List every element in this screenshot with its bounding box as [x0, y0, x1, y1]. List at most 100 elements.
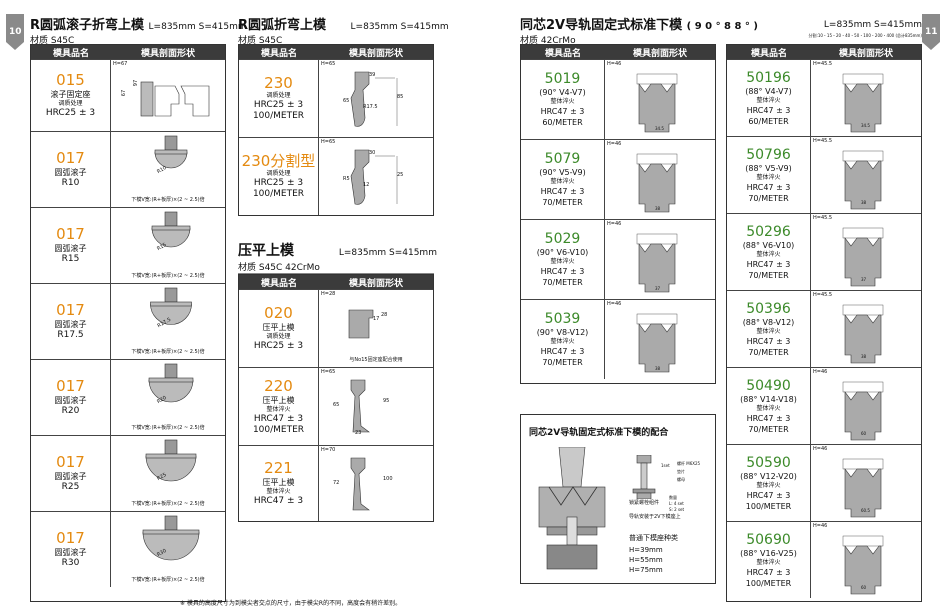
col-name-header: 模具品名 — [544, 48, 581, 59]
width-label: 37 — [861, 277, 867, 282]
v-range: (88° V8-V12) — [742, 317, 795, 327]
width-label: 38 — [861, 354, 867, 359]
v-width-formula: 下模V宽:(R+板厚)×(2 ~ 2.5)倍 — [131, 501, 205, 507]
2v-die-drawing — [842, 535, 884, 595]
col-name-header: 模具品名 — [260, 48, 297, 59]
tool-code: 220 — [264, 376, 293, 395]
tool-code: 50396 — [746, 300, 791, 317]
roller-drawing — [150, 287, 192, 325]
width-label: 37 — [655, 286, 661, 291]
v-range: (88° V6-V10) — [742, 240, 795, 250]
tool-name: 圆弧滚子 — [54, 320, 87, 329]
tool-weight: 60/METER — [748, 116, 789, 126]
tool-code: 50490 — [746, 377, 791, 394]
tool-weight: 70/METER — [748, 270, 789, 280]
height-label: H=46 — [813, 446, 828, 452]
height-label: H=45.5 — [813, 61, 833, 67]
treatment-note: 整体淬火 — [756, 558, 781, 566]
width-label: 38 — [655, 366, 661, 371]
treatment-note: 整体淬火 — [756, 173, 781, 181]
dim-label: 12 — [363, 182, 370, 188]
v-range: (88° V16-V25) — [740, 548, 797, 558]
dim-label: 72 — [333, 480, 340, 486]
section-dims: L=835mm S=415mm — [350, 22, 449, 32]
dim-label: 39 — [369, 72, 376, 78]
width-label: 60 — [861, 431, 867, 436]
tool-spec: HRC47 ± 3 — [540, 107, 585, 116]
treatment-note: 调质处理 — [266, 92, 291, 99]
dim-label: 67 — [121, 89, 128, 97]
width-label: 38 — [861, 200, 867, 205]
tool-code: 230 — [264, 74, 293, 92]
tool-code: 50796 — [746, 146, 791, 163]
bolt-set-icon — [632, 455, 656, 499]
tool-spec: HRC47 ± 3 — [746, 336, 791, 346]
2v-die-drawing — [842, 381, 884, 441]
section-dims: L=835mm S=415mm — [148, 22, 247, 32]
tool-weight: 70/METER — [748, 193, 789, 203]
2v-die-drawing — [636, 233, 678, 293]
tool-spec: HRC47 ± 3 — [253, 496, 304, 506]
footer-note: ※ 模具的高度尺寸为到模尖者交点的尺寸，由于模尖R的不同，高度会有稍许差别。 — [180, 600, 402, 607]
v-range: (88° V14-V18) — [740, 394, 797, 404]
tool-code: 50296 — [746, 223, 791, 240]
section-title: 同芯2V导轨固定式标准下模 — [520, 18, 683, 33]
section-title: 压平上模 — [238, 243, 294, 259]
width-label: 34.5 — [655, 126, 664, 131]
height-55: H=55mm — [629, 556, 663, 564]
treatment-note: 整体淬火 — [550, 98, 575, 105]
section-dims: L=835mm S=415mm — [823, 20, 922, 30]
roller-drawing — [154, 135, 188, 169]
tool-name: 圆弧滚子 — [54, 244, 87, 253]
tool-spec: HRC47 ± 3 — [746, 182, 791, 192]
col-shape-header: 模具剖面形状 — [632, 48, 687, 59]
width-label: 34.5 — [861, 123, 870, 128]
dim-label: 65 — [343, 98, 350, 104]
page-number-left: 10 — [9, 27, 22, 37]
dim-label: 30 — [369, 150, 376, 156]
tool-weight: 70/METER — [542, 358, 583, 367]
tool-code: 5019 — [544, 71, 581, 87]
tool-spec: HRC47 ± 3 — [746, 413, 791, 423]
height-label: H=65 — [321, 369, 336, 375]
roller-drawing — [148, 363, 194, 403]
tool-code: 5029 — [544, 231, 581, 247]
width-label: 38 — [655, 206, 661, 211]
section-2v-header: 同芯2V导轨固定式标准下模 ( 9 0 ° 8 8 ° ) L=835mm S=… — [520, 14, 922, 47]
qty-l: L: 4 set — [669, 501, 684, 506]
2v-die-drawing — [636, 73, 678, 133]
qty-s: S: 2 set — [669, 507, 685, 512]
width-label: 60.5 — [861, 508, 870, 513]
v-range: (88° V4-V7) — [745, 86, 792, 96]
dim-label: 25 — [397, 172, 404, 178]
qty-label: 数量 — [669, 495, 677, 500]
tool-spec: HRC47 ± 3 — [746, 105, 791, 115]
tool-code: 50690 — [746, 531, 791, 548]
col-name-header: 模具品名 — [260, 278, 297, 289]
